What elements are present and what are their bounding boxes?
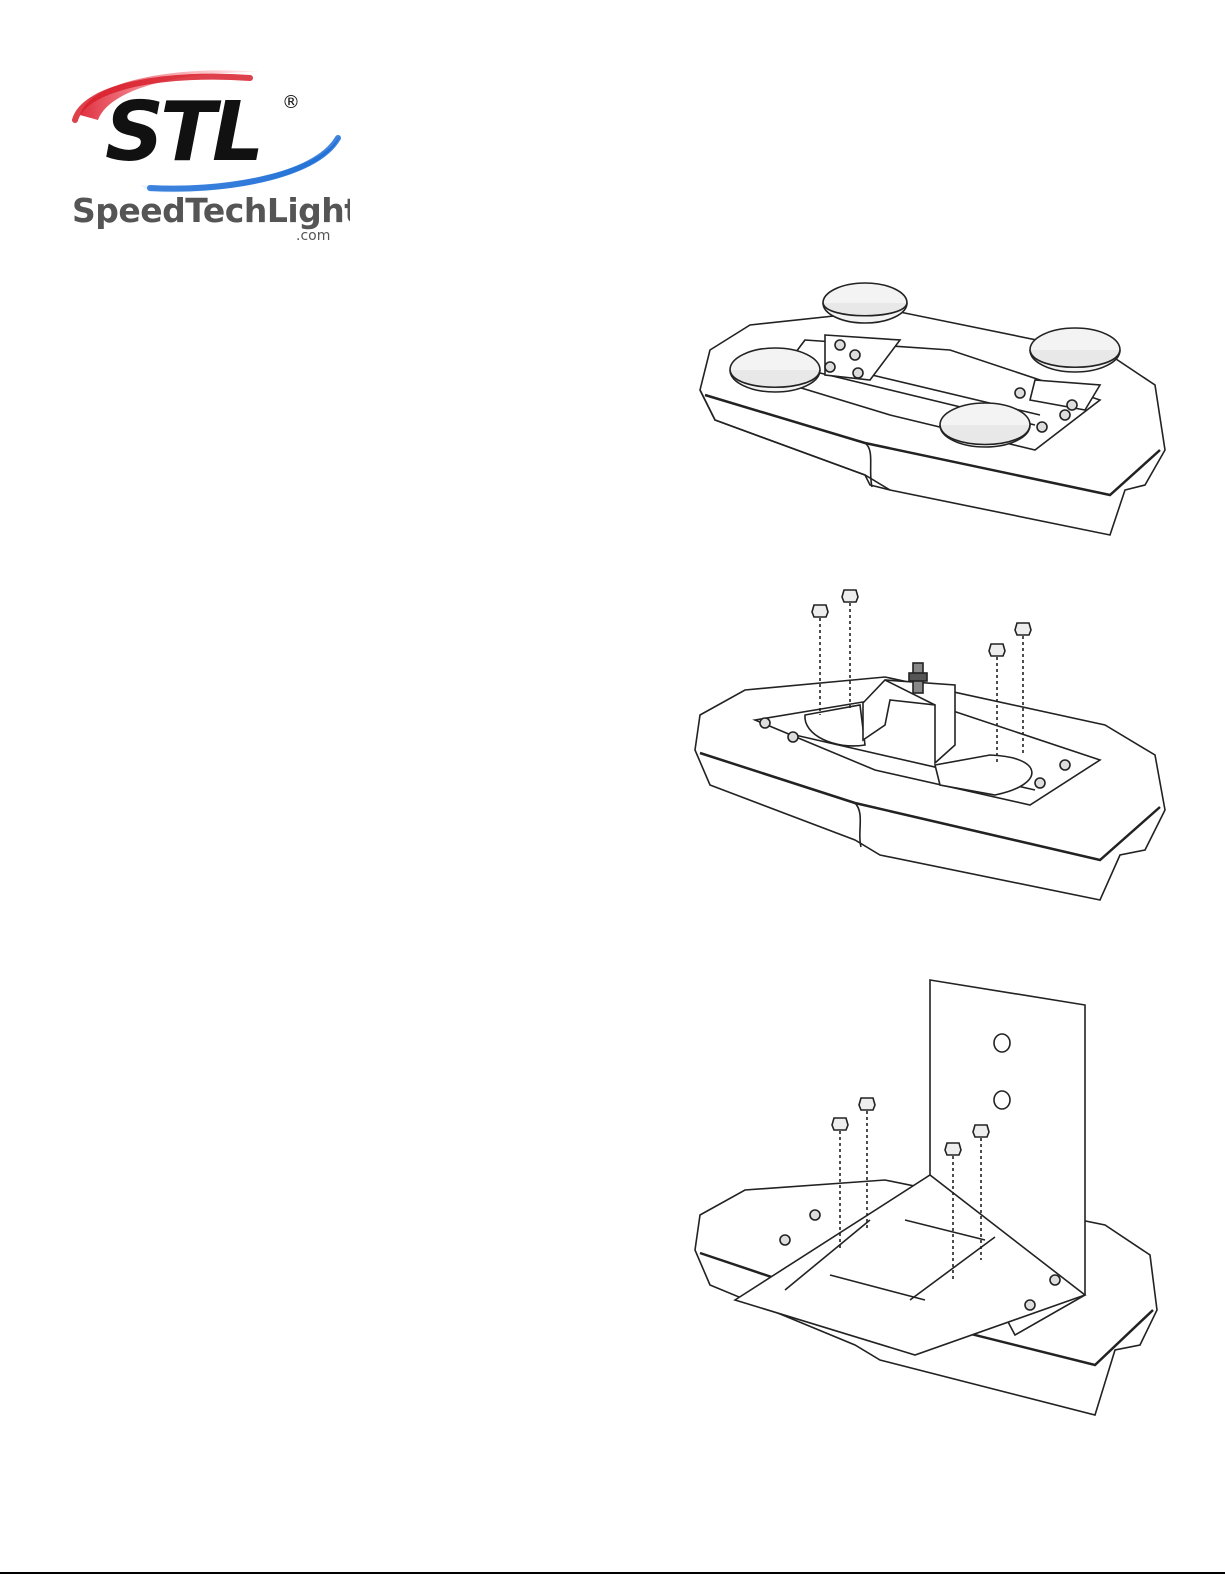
logo-domain: .com: [296, 228, 330, 244]
figure-suction-cup-mount: [690, 275, 1180, 550]
light-bar-with-stud-bracket-icon: [685, 585, 1185, 915]
figure-l-bracket-mount: [685, 975, 1170, 1425]
registered-mark: ®: [282, 92, 300, 113]
logo-mark-text: STL: [105, 85, 260, 180]
light-bar-with-suction-cups-icon: [690, 275, 1180, 550]
logo-company-name: SpeedTechLights: [72, 191, 350, 230]
figure-stud-bracket-mount: [685, 585, 1185, 915]
brand-logo: STL ® SpeedTechLights .com: [60, 60, 350, 245]
stl-logo-graphic: STL ® SpeedTechLights .com: [60, 60, 350, 245]
light-bar-with-l-bracket-icon: [685, 975, 1170, 1425]
page-bottom-rule: [0, 1572, 1225, 1574]
